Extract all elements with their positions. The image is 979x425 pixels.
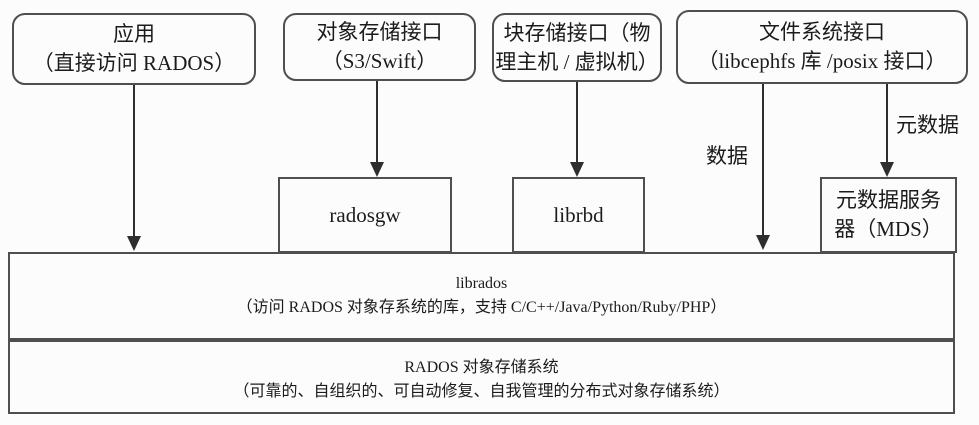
arrow-shaft [376,81,378,168]
arrow-shaft [886,84,888,168]
radosgw-box: radosgw [278,177,452,253]
mds-box: 元数据服务 器（MDS） [820,177,957,253]
app-box: 应用 （直接访问 RADOS） [12,13,256,85]
arrow-block-to-librbd [569,82,585,177]
rados-line1: RADOS 对象存储系统 [404,359,559,376]
block-storage-interface-box: 块存储接口（物 理主机 / 虚拟机） [492,13,662,82]
metadata-edge-label: 元数据 [896,113,959,137]
object-storage-line2: （S3/Swift） [321,49,438,73]
arrow-down-head-icon [756,235,770,250]
rados-box: RADOS 对象存储系统 （可靠的、自组织的、可自动修复、自我管理的分布式对象存… [8,340,955,414]
arrow-shaft [576,82,578,168]
data-edge-label: 数据 [706,144,748,168]
mds-line1: 元数据服务 [836,188,941,212]
block-storage-line2: 理主机 / 虚拟机） [495,49,659,74]
arrow-down-head-icon [880,162,894,177]
arrow-data-to-librados [755,84,771,250]
arrow-object-to-radosgw [369,81,385,177]
arrow-down-head-icon [570,162,584,177]
app-box-line2: （直接访问 RADOS） [32,51,236,75]
librados-line1: librados [455,275,508,292]
block-storage-line1: 块存储接口（物 [503,20,651,45]
librados-box: librados （访问 RADOS 对象存系统的库，支持 C/C++/Java… [8,252,955,340]
librados-line2: （访问 RADOS 对象存系统的库，支持 C/C++/Java/Python/R… [236,299,727,316]
file-system-line1: 文件系统接口 [759,20,885,44]
librbd-label: librbd [553,202,604,227]
object-storage-interface-box: 对象存储接口 （S3/Swift） [283,13,476,81]
arrow-down-head-icon [370,162,384,177]
arrow-app-to-librados [126,85,142,251]
radosgw-label: radosgw [329,202,401,227]
app-box-line1: 应用 [113,22,155,46]
arrow-down-head-icon [127,236,141,251]
file-system-interface-box: 文件系统接口 （libcephfs 库 /posix 接口） [676,10,968,84]
arrow-shaft [133,85,135,242]
file-system-line2: （libcephfs 库 /posix 接口） [697,49,947,73]
mds-line2: 器（MDS） [834,217,943,241]
object-storage-line1: 对象存储接口 [316,20,443,44]
librbd-box: librbd [512,177,645,253]
arrow-metadata-to-mds [879,84,895,177]
arrow-shaft [762,84,764,241]
rados-line2: （可靠的、自组织的、可自动修复、自我管理的分布式对象存储系统） [233,383,730,400]
